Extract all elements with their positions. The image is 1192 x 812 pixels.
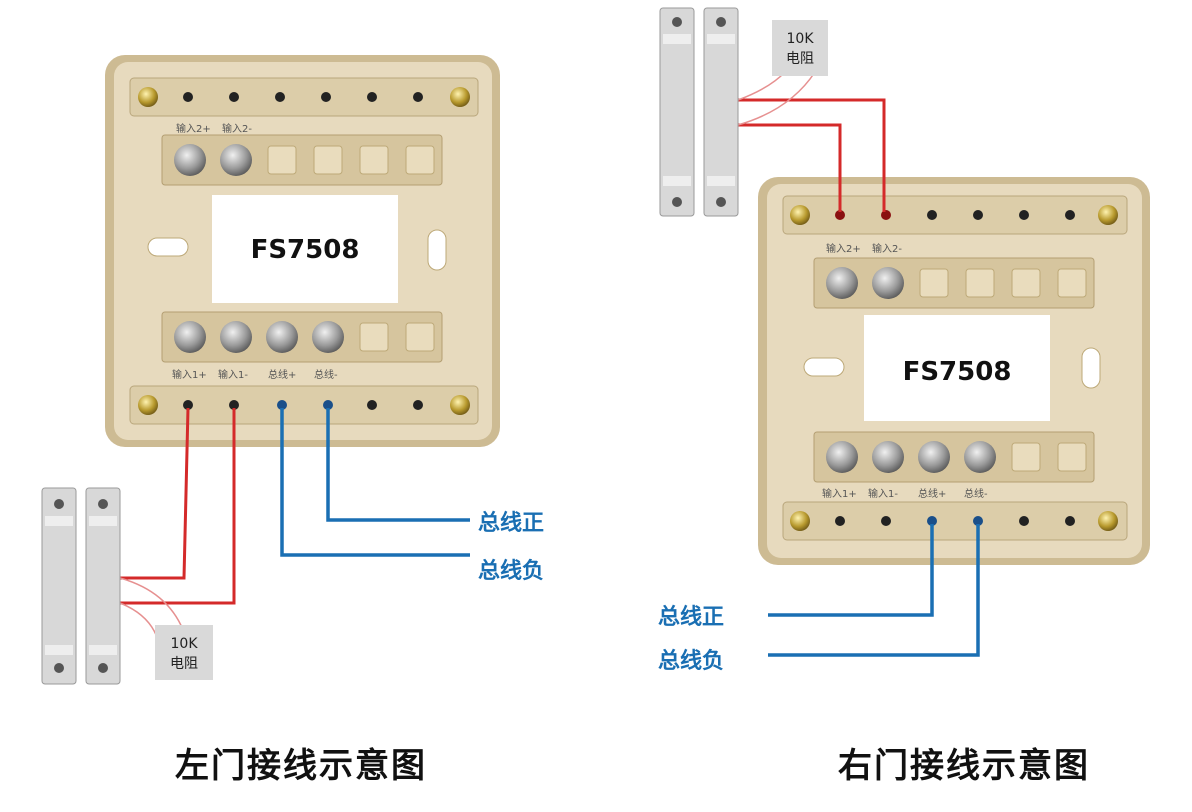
right-model-label: FS7508 bbox=[903, 357, 1012, 387]
left-mount-screw-icon bbox=[138, 395, 158, 415]
left-model-label-box bbox=[212, 195, 398, 303]
left-sensor-magnet bbox=[41, 487, 77, 685]
right-mount-screw-icon bbox=[790, 205, 810, 225]
left-mount-screw-icon bbox=[138, 87, 158, 107]
right-bottom-bar bbox=[782, 501, 1128, 541]
left-red-wire-1 bbox=[120, 407, 190, 580]
terminal-screw-icon bbox=[826, 441, 858, 473]
right-label-in2-minus: 输入2- bbox=[872, 242, 902, 255]
terminal-screw-icon bbox=[266, 321, 298, 353]
right-mount-screw-icon bbox=[1098, 205, 1118, 225]
right-resistor-label: 电阻 bbox=[786, 51, 814, 67]
left-label-in1-plus: 输入1+ bbox=[172, 368, 207, 381]
terminal-screw-icon bbox=[918, 441, 950, 473]
left-top-bar bbox=[129, 77, 479, 117]
left-model-label: FS7508 bbox=[251, 235, 360, 265]
terminal-screw-icon bbox=[872, 441, 904, 473]
right-diagram-caption: 右门接线示意图 bbox=[838, 746, 1090, 786]
right-red-wire-1 bbox=[738, 123, 842, 212]
right-label-bus-plus: 总线+ bbox=[918, 487, 946, 500]
left-bottom-bar bbox=[129, 385, 479, 425]
left-red-wire-2 bbox=[120, 408, 236, 605]
left-mount-screw-icon bbox=[450, 87, 470, 107]
right-sensor-switch bbox=[703, 7, 739, 217]
left-sensor-switch bbox=[85, 487, 121, 685]
right-red-wire-2 bbox=[738, 98, 886, 212]
terminal-screw-icon bbox=[964, 441, 996, 473]
left-resistor-label: 电阻 bbox=[170, 656, 198, 672]
right-bus-negative-wire bbox=[768, 524, 980, 657]
right-mount-screw-icon bbox=[790, 511, 810, 531]
left-label-in1-minus: 输入1- bbox=[218, 368, 248, 381]
right-bus-positive-label: 总线正 bbox=[658, 604, 724, 630]
left-bus-negative-wire bbox=[280, 408, 470, 557]
right-bus-positive-wire bbox=[768, 524, 934, 617]
left-label-in2-minus: 输入2- bbox=[222, 122, 252, 135]
terminal-screw-icon bbox=[220, 144, 252, 176]
right-door-sensor bbox=[659, 7, 739, 217]
right-mount-screw-icon bbox=[1098, 511, 1118, 531]
left-label-in2-plus: 输入2+ bbox=[176, 122, 211, 135]
left-door-sensor bbox=[41, 487, 121, 685]
right-label-in2-plus: 输入2+ bbox=[826, 242, 861, 255]
right-resistor-box bbox=[772, 20, 828, 76]
left-label-bus-minus: 总线- bbox=[314, 368, 338, 381]
right-module: 输入2+ 输入2- FS7508 输入1+ 输入1- 总线+ 总线- bbox=[758, 177, 1150, 565]
terminal-screw-icon bbox=[174, 144, 206, 176]
terminal-screw-icon bbox=[174, 321, 206, 353]
left-label-bus-plus: 总线+ bbox=[268, 368, 296, 381]
left-resistor-value: 10K bbox=[171, 636, 199, 652]
right-sensor-magnet bbox=[659, 7, 695, 217]
terminal-screw-icon bbox=[826, 267, 858, 299]
right-label-bus-minus: 总线- bbox=[964, 487, 988, 500]
left-module: 输入2+ 输入2- FS7508 输入1+ 输入1- 总线+ 总线- bbox=[105, 55, 500, 447]
left-bus-negative-label: 总线负 bbox=[478, 558, 544, 584]
left-diagram-caption: 左门接线示意图 bbox=[175, 746, 427, 786]
right-resistor-lead bbox=[737, 71, 816, 126]
left-resistor-box bbox=[155, 625, 213, 680]
terminal-screw-icon bbox=[220, 321, 252, 353]
right-top-bar bbox=[782, 195, 1128, 235]
terminal-screw-icon bbox=[312, 321, 344, 353]
left-mount-screw-icon bbox=[450, 395, 470, 415]
left-bus-positive-wire bbox=[326, 408, 470, 522]
right-label-in1-minus: 输入1- bbox=[868, 487, 898, 500]
right-bus-negative-label: 总线负 bbox=[658, 648, 724, 674]
left-resistor-lead bbox=[119, 602, 159, 641]
right-wires bbox=[737, 71, 980, 657]
right-resistor-value: 10K bbox=[787, 31, 815, 47]
right-label-in1-plus: 输入1+ bbox=[822, 487, 857, 500]
right-model-label-box bbox=[864, 315, 1050, 421]
right-resistor-lead bbox=[737, 71, 786, 101]
left-bus-positive-label: 总线正 bbox=[478, 510, 544, 536]
terminal-screw-icon bbox=[872, 267, 904, 299]
